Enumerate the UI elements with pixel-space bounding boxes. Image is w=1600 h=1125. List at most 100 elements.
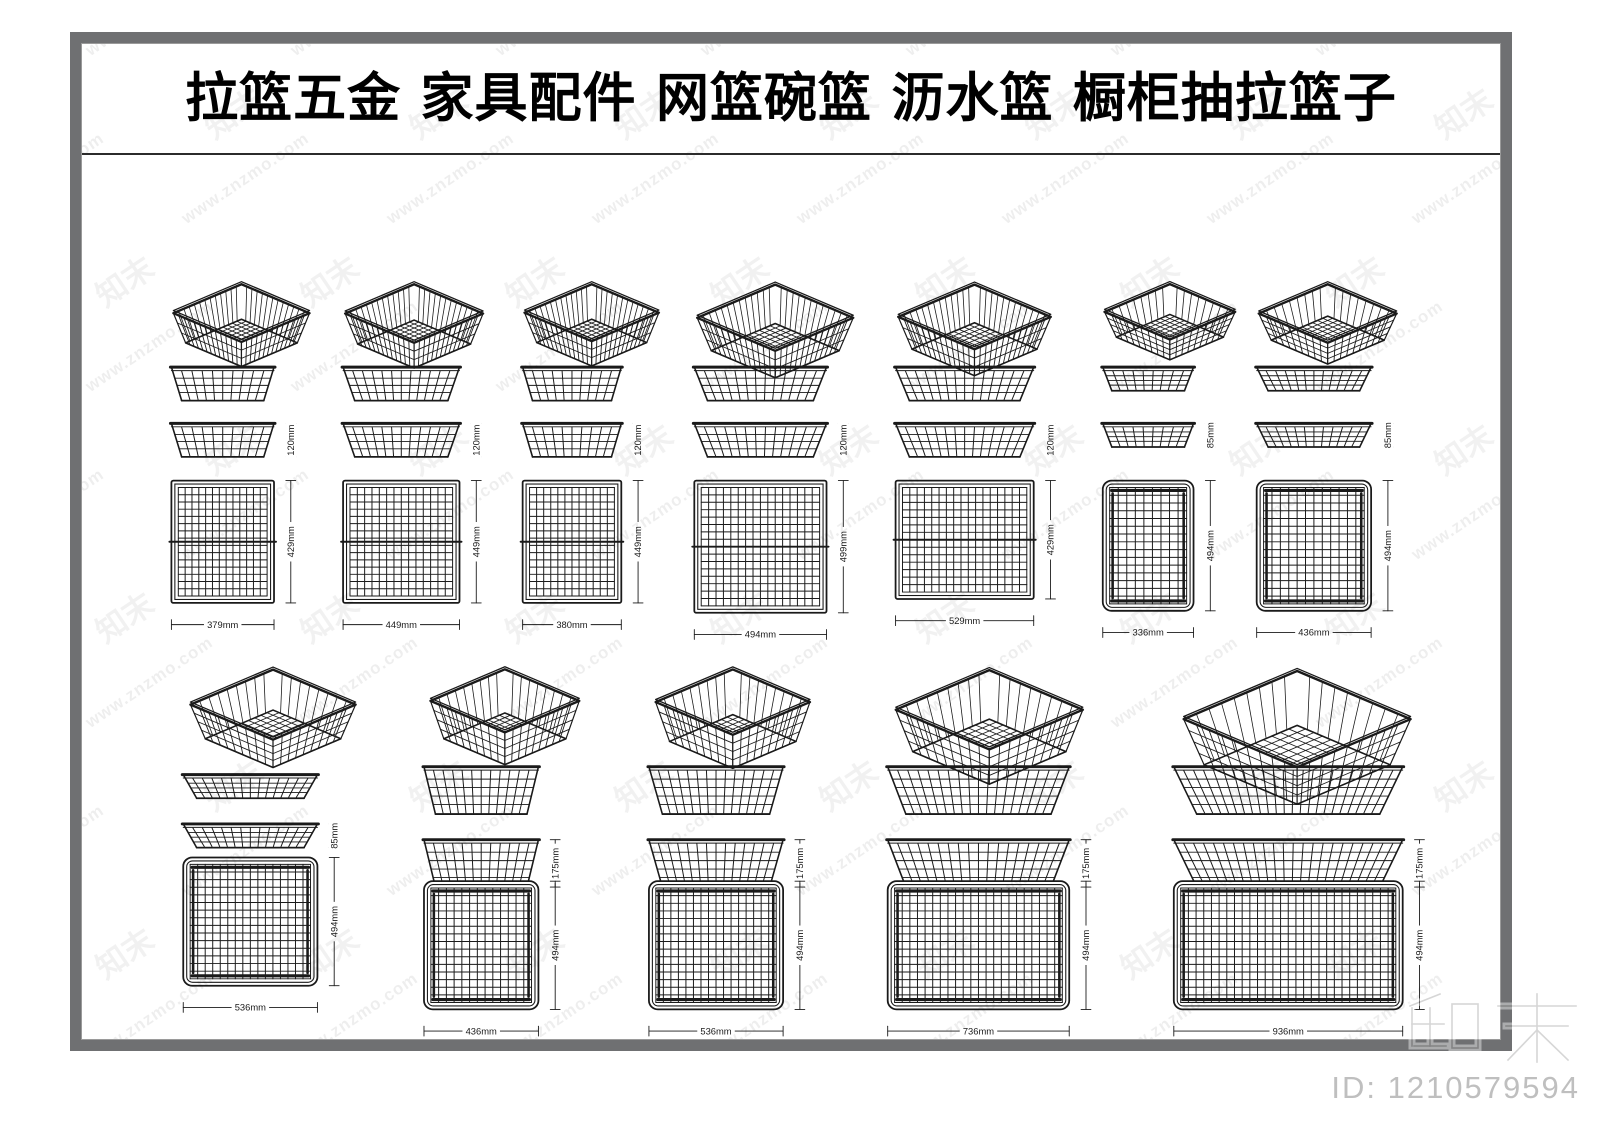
plan-view	[182, 856, 319, 987]
cad-line	[1355, 843, 1374, 887]
dim-text-bg	[285, 420, 297, 460]
cad-line	[463, 686, 472, 728]
plan-outer-frame	[1101, 479, 1195, 612]
cad-line	[565, 329, 571, 358]
dimension-label: 85mm	[1383, 422, 1393, 448]
cad-line	[397, 290, 402, 326]
cad-line	[235, 684, 244, 724]
cad-line	[1272, 770, 1277, 814]
cad-line	[1154, 289, 1159, 320]
cad-line	[616, 296, 624, 331]
cad-line	[714, 324, 727, 358]
cad-line	[738, 335, 747, 366]
cad-line	[253, 290, 258, 326]
cad-line	[209, 328, 217, 357]
dimension-vertical: 85mm	[328, 816, 340, 856]
cad-line	[204, 325, 212, 355]
cad-line	[503, 770, 511, 814]
dimension-horizontal: 529mm	[895, 614, 1035, 627]
cad-line	[723, 843, 727, 887]
cad-line	[1299, 770, 1304, 814]
cad-line	[1101, 366, 1113, 392]
dimension-vertical: 494mm	[1204, 480, 1216, 612]
cad-line	[303, 773, 319, 800]
cad-line	[1042, 770, 1060, 814]
plan-view	[892, 479, 1037, 600]
cad-line	[705, 770, 709, 814]
dimension-vertical: 494mm	[794, 880, 806, 1010]
cad-line	[1379, 713, 1399, 761]
cad-line	[1010, 843, 1020, 887]
cad-line	[974, 338, 1043, 368]
cad-line	[1107, 317, 1171, 346]
cad-line	[1307, 770, 1314, 814]
cad-line	[988, 719, 1080, 759]
cad-line	[761, 770, 775, 814]
cad-line	[1296, 741, 1401, 787]
cad-line	[1007, 331, 1017, 362]
basket-rim-inner	[189, 666, 357, 738]
dimension-horizontal: 494mm	[693, 628, 827, 640]
cad-line	[1347, 843, 1364, 887]
cad-line	[909, 311, 923, 346]
dimension-label: 449mm	[633, 526, 643, 557]
cad-line	[217, 692, 229, 730]
cad-line	[824, 324, 836, 358]
dimension-label: 536mm	[235, 1003, 266, 1013]
plan-view	[648, 880, 784, 1011]
cad-line	[504, 728, 570, 758]
cad-line	[1027, 311, 1040, 346]
dim-text-bg	[837, 420, 849, 460]
cad-line	[677, 843, 686, 887]
cad-line	[947, 843, 955, 887]
basket-rim	[1257, 283, 1398, 344]
cad-line	[744, 297, 751, 335]
cad-line	[461, 308, 473, 341]
cad-line	[1193, 770, 1214, 814]
cad-line	[907, 843, 923, 887]
cad-line	[230, 288, 234, 324]
cad-line	[1258, 686, 1267, 739]
front-elevation	[180, 773, 320, 800]
dimension-horizontal: 536mm	[182, 1001, 318, 1013]
cad-line	[303, 823, 319, 849]
cad-line	[658, 843, 671, 887]
cad-line	[909, 321, 923, 354]
front-elevation	[1100, 421, 1197, 448]
plan-view	[423, 880, 540, 1011]
cad-line	[732, 332, 742, 364]
cad-line	[988, 291, 993, 330]
cad-line	[551, 693, 564, 734]
front-elevation	[893, 421, 1037, 458]
cad-line	[580, 336, 584, 363]
basket-rim	[429, 668, 581, 734]
plan-view	[1101, 479, 1195, 612]
cad-line	[226, 688, 236, 727]
cad-line	[426, 335, 431, 363]
plan-view	[1172, 880, 1404, 1011]
cad-line	[1339, 290, 1344, 322]
cad-line	[1005, 678, 1011, 727]
dimension-vertical: 120mm	[837, 420, 849, 460]
cad-line	[433, 843, 444, 887]
cad-line	[444, 326, 452, 356]
cad-line	[235, 286, 238, 322]
isometric-view	[897, 281, 1052, 377]
cad-line	[1002, 299, 1011, 336]
cad-line	[1018, 843, 1030, 887]
cad-line	[495, 770, 501, 814]
cad-line	[715, 676, 720, 721]
dim-text-bg	[741, 628, 780, 640]
cad-line	[465, 315, 479, 347]
cad-line	[658, 711, 734, 744]
cad-line	[1264, 326, 1329, 354]
dimension-horizontal: 379mm	[170, 618, 275, 631]
cad-line	[1358, 300, 1367, 330]
cad-line	[452, 843, 459, 887]
dim-text-bg	[1382, 415, 1394, 455]
cad-line	[418, 340, 420, 367]
basket-rim	[654, 668, 812, 737]
dim-text-bg	[632, 420, 644, 460]
